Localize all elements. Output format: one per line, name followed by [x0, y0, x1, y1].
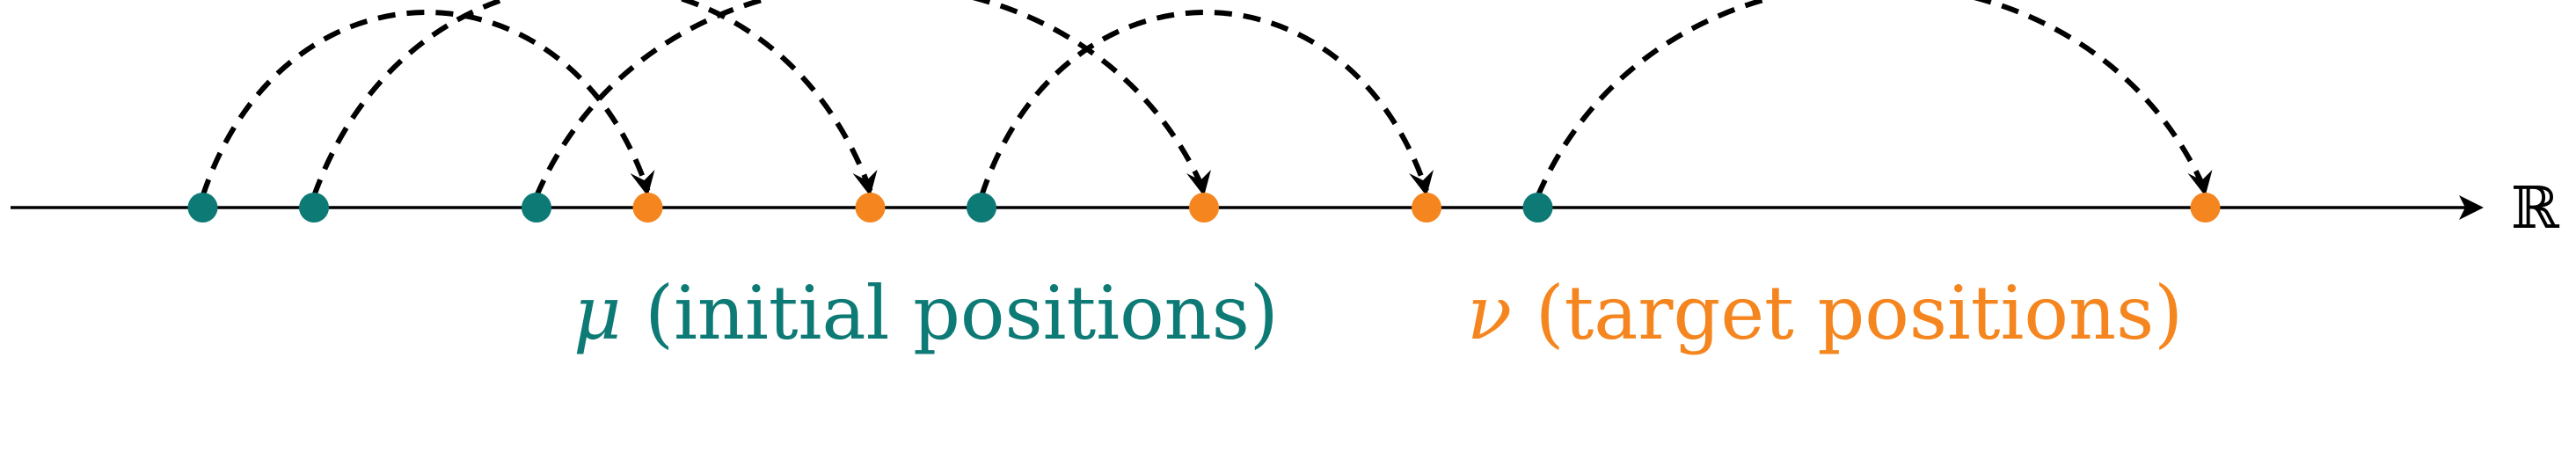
- transport-arrowhead: [1186, 170, 1211, 196]
- transport-arrowhead: [2187, 170, 2213, 196]
- target-point: [855, 193, 886, 223]
- transport-arrow: [534, 0, 1207, 198]
- initial-point: [299, 193, 329, 223]
- transport-arrow: [1535, 0, 2208, 198]
- target-positions-text: (target positions): [1512, 270, 2183, 356]
- initial-positions-text: (initial positions): [622, 270, 1279, 356]
- initial-point: [1522, 193, 1553, 223]
- target-measure-label: ν (target positions): [1467, 270, 2183, 356]
- transport-arrow: [311, 0, 873, 198]
- real-axis-symbol: ℝ: [2511, 174, 2560, 242]
- mu-symbol: μ: [573, 270, 622, 356]
- initial-measure-label: μ (initial positions): [573, 270, 1279, 356]
- target-point: [1412, 193, 1441, 223]
- nu-symbol: ν: [1467, 270, 1512, 356]
- real-axis-arrowhead: [2459, 195, 2484, 220]
- target-point: [632, 193, 663, 223]
- transport-arrow: [979, 10, 1429, 197]
- target-point: [2190, 193, 2221, 223]
- mass-points: [187, 193, 2221, 223]
- transport-arrowhead: [852, 170, 878, 196]
- transport-arcs: [200, 0, 2213, 198]
- transport-arrowhead: [630, 170, 655, 196]
- target-point: [1189, 193, 1219, 223]
- initial-point: [522, 193, 551, 223]
- transport-arrow: [200, 10, 651, 197]
- initial-point: [967, 193, 996, 223]
- transport-arrowhead: [1409, 170, 1434, 196]
- initial-point: [187, 193, 218, 223]
